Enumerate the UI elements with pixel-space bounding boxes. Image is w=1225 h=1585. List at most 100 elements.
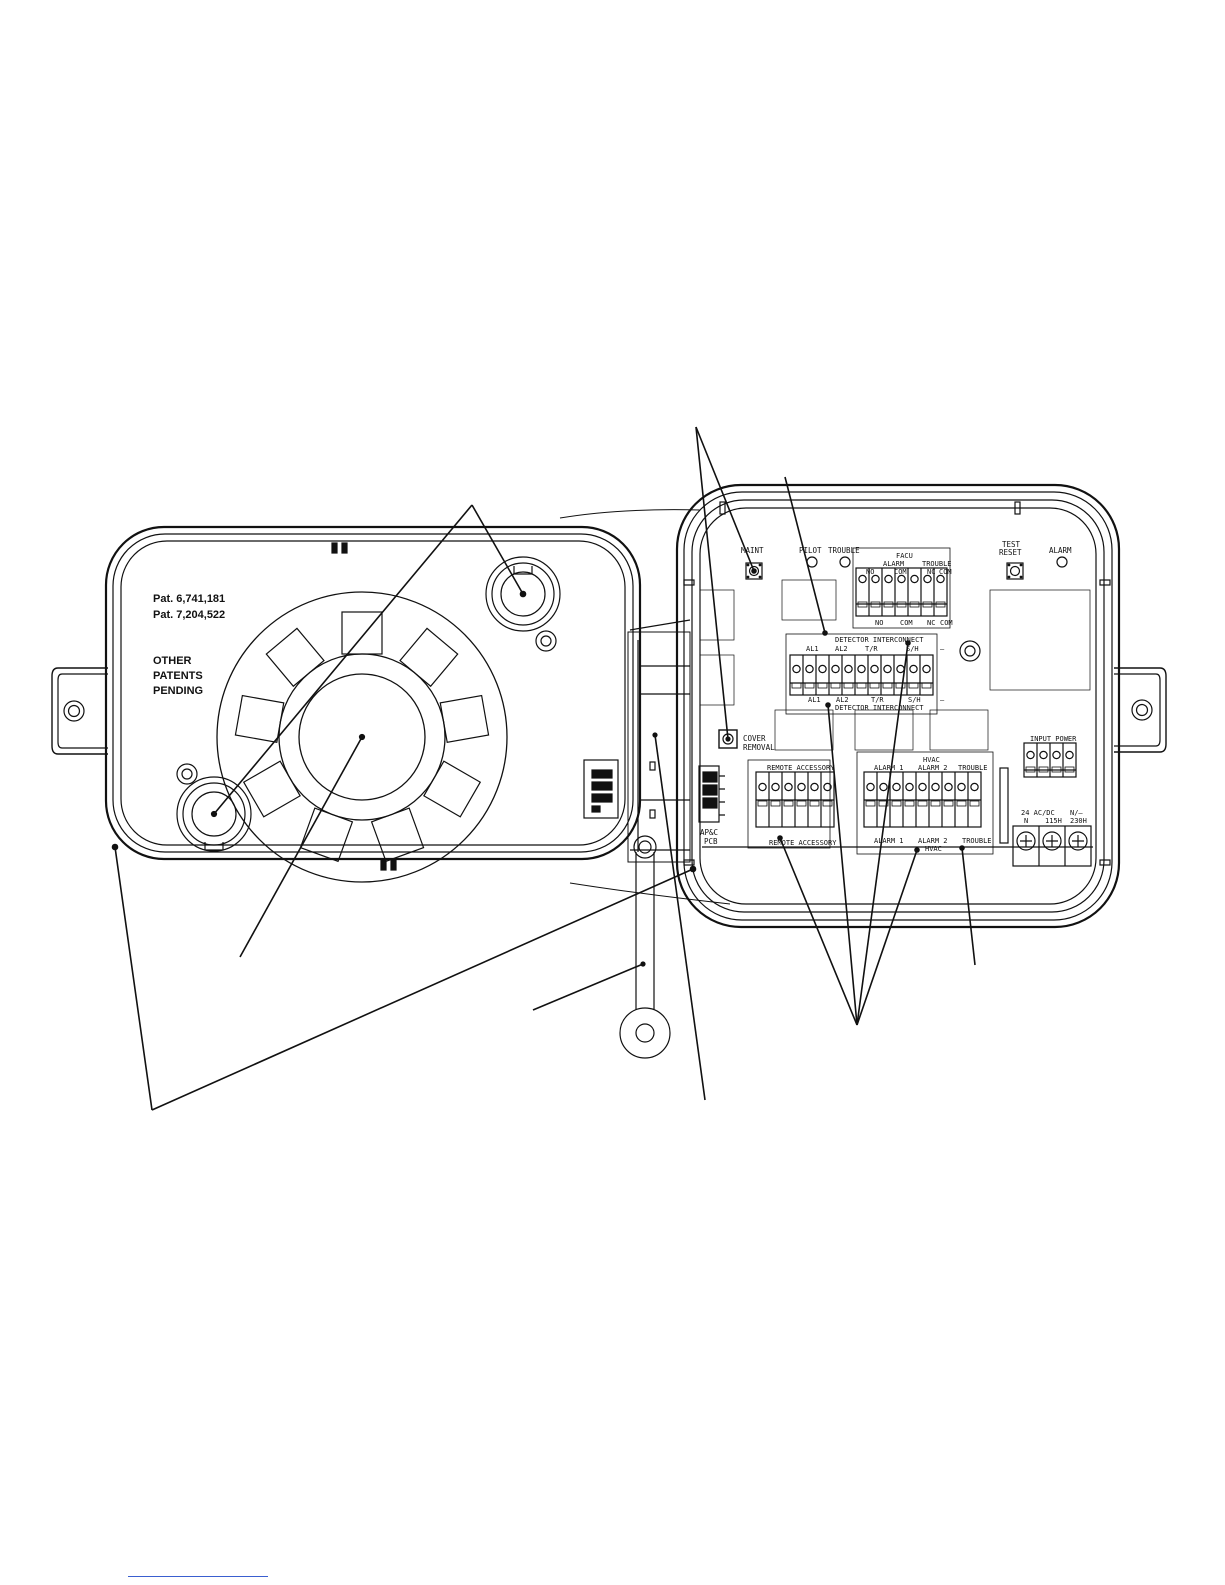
facu-top-3: COM (939, 568, 952, 576)
tb-detector-screw (857, 664, 866, 674)
leader-lines (111, 426, 976, 1111)
detector-bot-0: AL1 (808, 696, 821, 704)
mounting-ear-right (1114, 667, 1167, 753)
tb-remote-screw (758, 782, 767, 792)
detector-top-4: — (940, 645, 945, 653)
tb-facu-screw (910, 574, 919, 584)
label-trouble: TROUBLE (828, 546, 860, 555)
trouble-led (839, 556, 851, 568)
maint-button[interactable] (745, 562, 763, 580)
facu-bot-1: COM (900, 619, 913, 627)
test-reset-button[interactable] (1006, 562, 1024, 580)
test-tube-lanyard (619, 835, 671, 1059)
tb-facu-screw (923, 574, 932, 584)
power-l1b: N (1024, 817, 1028, 825)
hvac-alarm2-bottom: ALARM 2 (918, 837, 948, 845)
tb-remote-screw (797, 782, 806, 792)
mounting-hole-left (63, 700, 85, 722)
detector-bot-4: — (940, 696, 945, 704)
tb-remote-screw (771, 782, 780, 792)
facu-title: FACU (896, 552, 913, 560)
label-pcb: PCB (704, 837, 718, 846)
label-alarm: ALARM (1049, 546, 1072, 555)
cover-housing: Pat. 6,741,181 Pat. 7,204,522 OTHER PATE… (51, 525, 642, 883)
power-l3a: N/— (1070, 809, 1083, 817)
detector-bot-3: S/H (908, 696, 921, 704)
label-cover: COVER (743, 734, 766, 743)
detector-top-3: S/H (906, 645, 919, 653)
tb-detector-screw (896, 664, 905, 674)
facu-bot-0: NO (875, 619, 883, 627)
patent-line-2: Pat. 7,204,522 (153, 609, 225, 621)
tb-facu-screw (897, 574, 906, 584)
input-power-terminal-block (1023, 742, 1077, 778)
hvac-trouble-top: TROUBLE (958, 764, 988, 772)
tb-power-screw (1065, 750, 1074, 760)
tb-detector-screw (844, 664, 853, 674)
tb-detector-screw (883, 664, 892, 674)
power-l2a: 115H (1045, 817, 1062, 825)
tb-facu-screw (936, 574, 945, 584)
remote-accessory-terminal-block (747, 759, 835, 849)
tb-hvac-screw (866, 782, 875, 792)
tb-detector-screw (909, 664, 918, 674)
tb-facu-screw (858, 574, 867, 584)
facu-terminal-block (852, 547, 951, 629)
hvac-title-top: HVAC (923, 756, 940, 764)
power-screw-terminals (1012, 825, 1092, 867)
patent-other-3: PENDING (153, 685, 203, 697)
hvac-trouble-bottom: TROUBLE (962, 837, 992, 845)
tb-detector-screw (831, 664, 840, 674)
label-apc: AP&C (700, 828, 718, 837)
patent-other-1: OTHER (153, 655, 192, 667)
detector-title-bottom: DETECTOR INTERCONNECT (835, 704, 924, 712)
detector-top-2: T/R (865, 645, 878, 653)
tb-remote-screw (784, 782, 793, 792)
facu-top-2: NC (927, 568, 935, 576)
tb-facu-screw (871, 574, 880, 584)
tb-detector-screw (792, 664, 801, 674)
sampling-tube-port-top (485, 556, 561, 652)
tb-hvac-screw (918, 782, 927, 792)
tb-hvac-screw (905, 782, 914, 792)
footer-link-rule (128, 1576, 268, 1577)
facu-bot-2: NC (927, 619, 935, 627)
facu-trouble: TROUBLE (922, 560, 952, 568)
tb-remote-screw (810, 782, 819, 792)
mounting-hole-right (1131, 699, 1153, 721)
sensor-chamber (216, 591, 508, 883)
alarm-led (1056, 556, 1068, 568)
sampling-tube-port-bottom (176, 763, 252, 852)
tb-detector-screw (805, 664, 814, 674)
tb-detector-screw (922, 664, 931, 674)
power-l1a: 24 AC/DC (1021, 809, 1055, 817)
tb-hvac-screw (931, 782, 940, 792)
hinge-area (559, 509, 731, 1059)
tb-facu-screw (884, 574, 893, 584)
ribbon-connector (583, 759, 619, 819)
patent-other-2: PATENTS (153, 670, 203, 682)
facu-alarm: ALARM (883, 560, 904, 568)
label-test: TEST (1002, 540, 1021, 549)
facu-top-1: COM (894, 568, 907, 576)
detector-interconnect-terminal-block (785, 633, 938, 715)
tb-hvac-screw (970, 782, 979, 792)
label-pilot: PILOT (799, 546, 822, 555)
detector-top-1: AL2 (835, 645, 848, 653)
hvac-alarm2-top: ALARM 2 (918, 764, 948, 772)
apc-pcb-connector (698, 765, 725, 823)
facu-bot-3: COM (940, 619, 953, 627)
power-l3b: 230H (1070, 817, 1087, 825)
cover-outer-rim (104, 525, 642, 861)
detector-bot-1: AL2 (836, 696, 849, 704)
tb-power-screw (1052, 750, 1061, 760)
facu-top-0: NO (866, 568, 874, 576)
remote-title-bottom: REMOTE ACCESSORY (769, 839, 837, 847)
tb-hvac-screw (879, 782, 888, 792)
remote-title-top: REMOTE ACCESSORY (767, 764, 835, 772)
tb-hvac-screw (957, 782, 966, 792)
hvac-title-bottom: HVAC (925, 845, 942, 853)
tb-hvac-screw (944, 782, 953, 792)
label-reset: RESET (999, 548, 1022, 557)
hvac-terminal-block (856, 751, 994, 855)
